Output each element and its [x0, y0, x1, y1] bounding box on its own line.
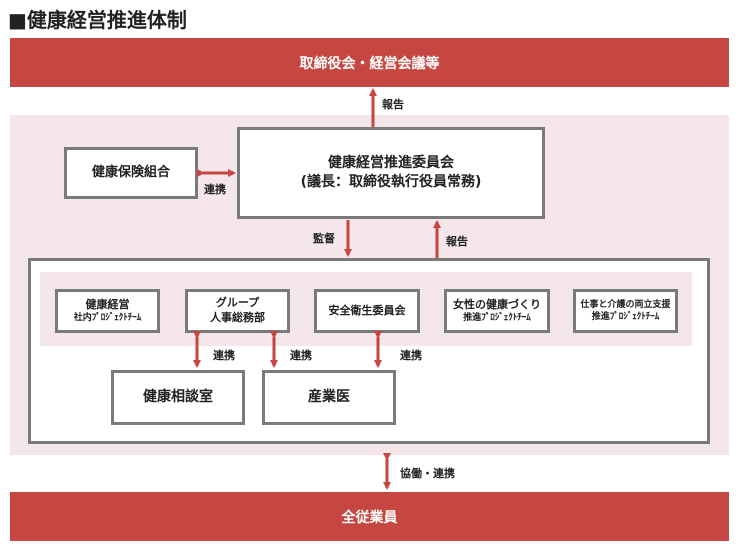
unit-line2: 人事総務部 [210, 311, 265, 324]
label-link3: 連携 [400, 349, 422, 362]
unit-line2: 推進ﾌﾟﾛｼﾞｪｸﾄﾁｰﾑ [463, 313, 531, 324]
consult-room-box: 健康相談室 [111, 370, 245, 425]
label-report-mid: 報告 [446, 235, 468, 248]
committee-name: 健康経営推進委員会 [328, 155, 454, 172]
unit-safety: 安全衛生委員会 [314, 289, 420, 333]
unit-hr: グループ人事総務部 [185, 289, 290, 333]
unit-health-pt: 健康経営社内ﾌﾟﾛｼﾞｪｸﾄﾁｰﾑ [55, 289, 160, 333]
label-link2: 連携 [290, 349, 312, 362]
board-bar: 取締役会・経営会議等 [10, 38, 729, 87]
unit-line2: 推進ﾌﾟﾛｼﾞｪｸﾄﾁｰﾑ [591, 312, 660, 322]
label-link-insurance: 連携 [204, 183, 226, 196]
unit-line1: 健康経営 [85, 297, 130, 311]
unit-line1: 安全衛生委員会 [328, 303, 406, 317]
unit-line1: グループ [215, 296, 260, 310]
unit-line1: 女性の健康づくり [453, 297, 541, 311]
label-supervise: 監督 [313, 232, 335, 245]
page-title: ■健康経営推進体制 [8, 8, 187, 32]
label-cooperate: 協働・連携 [400, 467, 455, 480]
employees-bar: 全従業員 [10, 492, 729, 541]
unit-care-balance: 仕事と介護の両立支援推進ﾌﾟﾛｼﾞｪｸﾄﾁｰﾑ [573, 289, 678, 333]
committee-chair: (議長：取締役執行役員常務) [300, 174, 482, 190]
unit-line2: 社内ﾌﾟﾛｼﾞｪｸﾄﾁｰﾑ [73, 313, 142, 324]
unit-line1: 仕事と介護の両立支援 [580, 299, 671, 310]
label-report-top: 報告 [382, 98, 404, 111]
committee-box: 健康経営推進委員会 (議長：取締役執行役員常務) [237, 127, 545, 219]
insurance-box: 健康保険組合 [64, 147, 198, 199]
doctor-box: 産業医 [262, 370, 396, 425]
unit-women-health: 女性の健康づくり推進ﾌﾟﾛｼﾞｪｸﾄﾁｰﾑ [444, 289, 550, 333]
label-link1: 連携 [213, 349, 235, 362]
